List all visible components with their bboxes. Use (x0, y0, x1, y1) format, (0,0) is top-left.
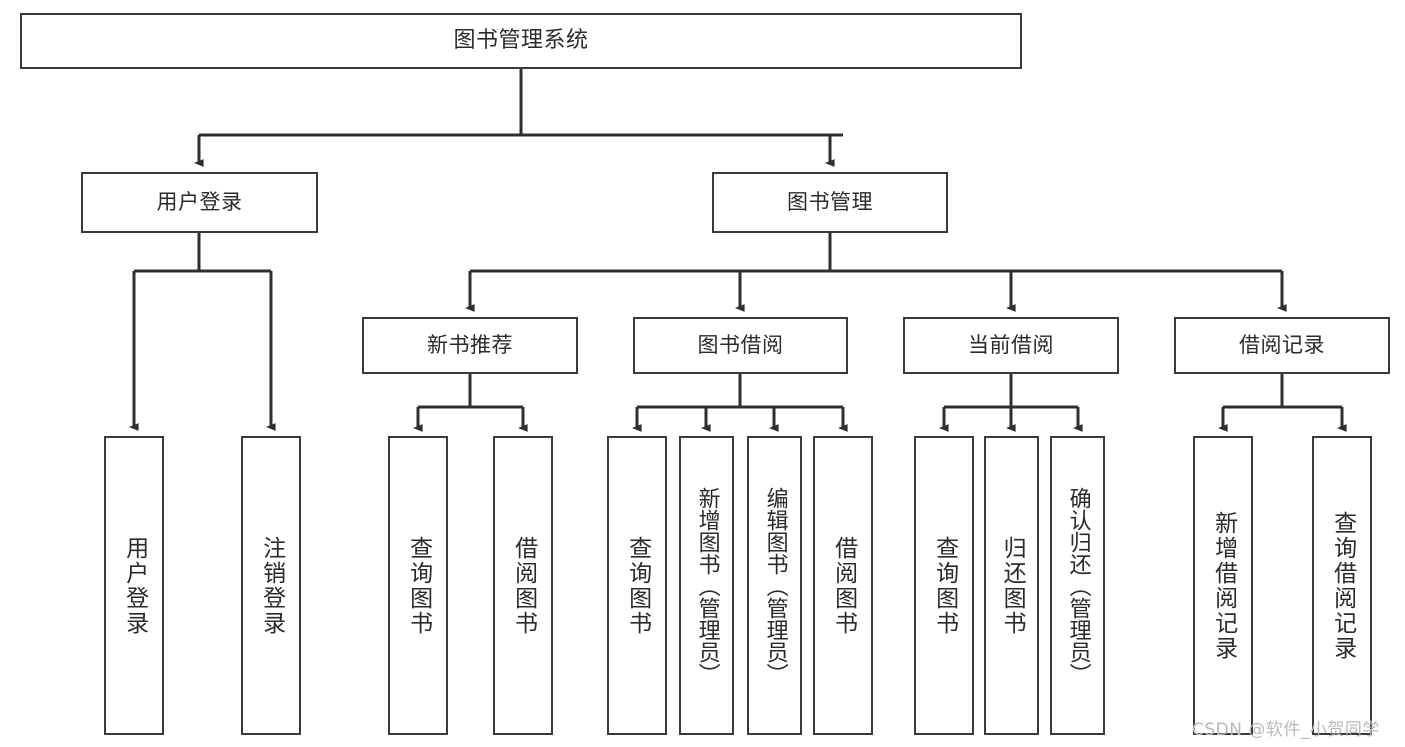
leaf-query-book-1-label: 查询图书 (405, 535, 432, 636)
node-book-manage[interactable]: 图书管理 (712, 172, 948, 233)
leaf-query-book-3[interactable]: 查询图书 (914, 436, 974, 735)
node-user-login[interactable]: 用户登录 (81, 172, 318, 233)
leaf-edit-book-label: 编辑图书（管理员） (762, 486, 788, 685)
node-borrow-record-label: 借阅记录 (1239, 333, 1325, 358)
leaf-query-book-2-label: 查询图书 (624, 535, 651, 636)
node-book-manage-label: 图书管理 (787, 190, 873, 215)
leaf-return-book-label: 归还图书 (999, 535, 1026, 636)
node-current-borrow[interactable]: 当前借阅 (903, 317, 1119, 374)
leaf-query-book-3-label: 查询图书 (931, 535, 958, 636)
node-book-borrow[interactable]: 图书借阅 (633, 317, 848, 374)
node-new-book-recommend-label: 新书推荐 (427, 333, 513, 358)
leaf-borrow-book-1[interactable]: 借阅图书 (493, 436, 553, 735)
leaf-user-logout[interactable]: 注销登录 (241, 436, 301, 735)
node-user-login-label: 用户登录 (156, 190, 243, 215)
leaf-user-login[interactable]: 用户登录 (104, 436, 164, 735)
leaf-add-book[interactable]: 新增图书（管理员） (679, 436, 734, 735)
node-borrow-record[interactable]: 借阅记录 (1174, 317, 1390, 374)
leaf-borrow-book-2[interactable]: 借阅图书 (813, 436, 873, 735)
node-new-book-recommend[interactable]: 新书推荐 (362, 317, 578, 374)
leaf-borrow-book-1-label: 借阅图书 (510, 535, 537, 636)
leaf-confirm-return[interactable]: 确认归还（管理员） (1050, 436, 1105, 735)
node-current-borrow-label: 当前借阅 (968, 333, 1054, 358)
node-root-system-label: 图书管理系统 (453, 28, 589, 54)
leaf-confirm-return-label: 确认归还（管理员） (1065, 486, 1091, 685)
leaf-query-borrow-record[interactable]: 查询借阅记录 (1312, 436, 1372, 735)
leaf-borrow-book-2-label: 借阅图书 (830, 535, 857, 636)
leaf-query-book-1[interactable]: 查询图书 (388, 436, 448, 735)
leaf-query-book-2[interactable]: 查询图书 (607, 436, 667, 735)
leaf-query-borrow-record-label: 查询借阅记录 (1329, 510, 1356, 661)
leaf-add-borrow-record[interactable]: 新增借阅记录 (1193, 436, 1253, 735)
leaf-user-login-label: 用户登录 (121, 535, 148, 636)
leaf-user-logout-label: 注销登录 (258, 535, 285, 636)
leaf-edit-book[interactable]: 编辑图书（管理员） (747, 436, 802, 735)
leaf-return-book[interactable]: 归还图书 (984, 436, 1039, 735)
node-root-system[interactable]: 图书管理系统 (20, 13, 1022, 69)
leaf-add-book-label: 新增图书（管理员） (694, 486, 720, 685)
node-book-borrow-label: 图书借阅 (697, 333, 784, 358)
leaf-add-borrow-record-label: 新增借阅记录 (1210, 510, 1237, 661)
